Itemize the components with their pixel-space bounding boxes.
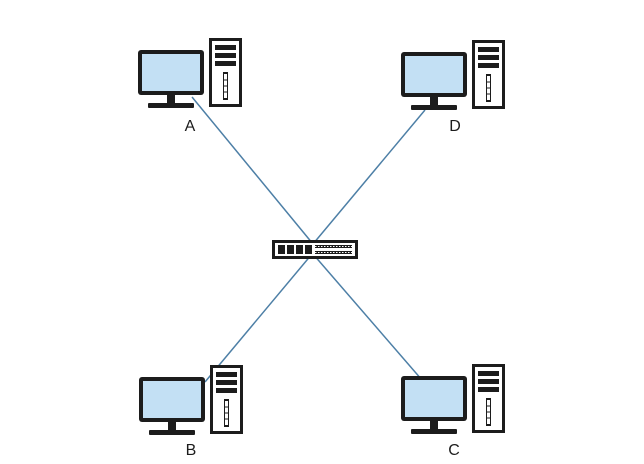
link-b-switch	[204, 253, 313, 383]
node-label-c: C	[448, 442, 460, 459]
node-label-d: D	[449, 118, 461, 135]
computer-node-c: C	[400, 363, 506, 459]
desktop-computer-icon	[138, 364, 244, 436]
node-label-a: A	[185, 118, 196, 135]
computer-node-a: A	[137, 37, 243, 135]
node-label-b: B	[186, 442, 197, 459]
link-c-switch	[312, 253, 423, 381]
desktop-computer-icon	[137, 37, 243, 109]
network-links	[191, 96, 426, 383]
desktop-computer-icon	[400, 39, 506, 111]
link-a-switch	[191, 96, 314, 245]
computer-node-d: D	[400, 39, 506, 135]
computer-node-b: B	[138, 364, 244, 459]
link-d-switch	[312, 109, 426, 245]
network-switch-icon	[272, 240, 358, 259]
